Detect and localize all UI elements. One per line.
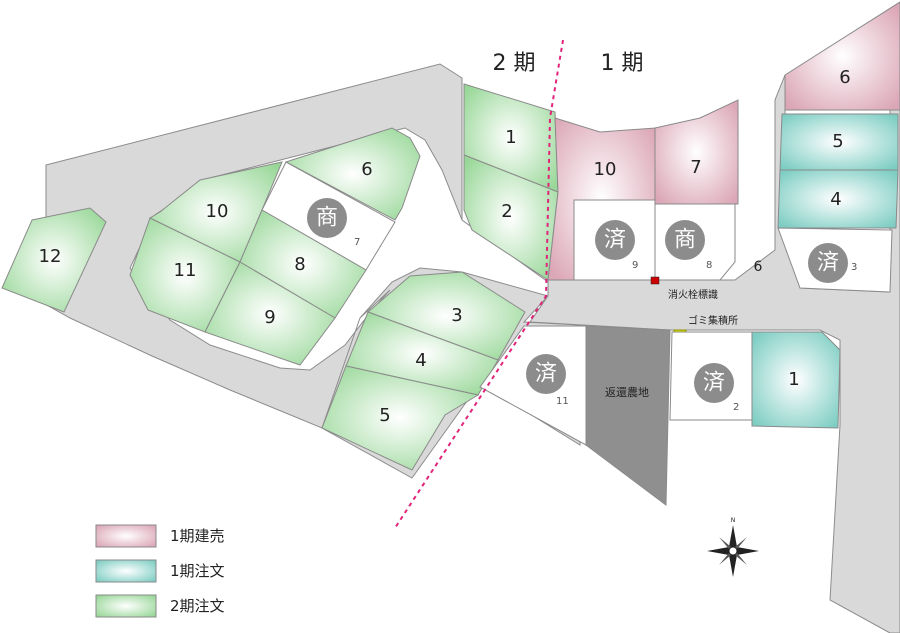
hydrant-label: 消火栓標識 [668, 288, 718, 301]
lot-4-phase1-number: 4 [830, 189, 841, 210]
lot-4-number: 4 [415, 350, 426, 371]
hydrant-marker [650, 276, 660, 285]
north-label: N [731, 517, 736, 524]
lot-12-number: 12 [39, 246, 62, 267]
lot-11-number: 11 [174, 260, 197, 281]
legend-label-phase1-ready: 1期建売 [170, 527, 225, 545]
sold-badge-11-text: 済 [535, 362, 557, 387]
commercial-badge-8 [665, 220, 705, 260]
lot-3-number: 3 [451, 305, 462, 326]
commercial-badge-7-number: 7 [354, 237, 360, 248]
commercial-badge-7-text: 商 [316, 206, 338, 231]
sold-badge-2-text: 済 [703, 371, 725, 396]
lot-7-phase1-number: 7 [690, 157, 701, 178]
lot-12 [1, 207, 107, 313]
lot-6-number: 6 [361, 159, 372, 180]
legend-label-phase1-custom: 1期注文 [170, 562, 225, 580]
lot-1-phase2-number: 1 [505, 127, 516, 148]
sold-badge-3-number: 3 [851, 262, 857, 273]
north-arrow-icon [707, 525, 759, 577]
lot-group-south: 済 11 返還農地 ゴミ集積所 済 2 1 [479, 314, 841, 506]
lot-10-phase1-number: 10 [594, 159, 617, 180]
road-center-horizontal [529, 19, 900, 633]
sold-badge-9-number: 9 [632, 260, 638, 271]
sold-badge-11 [526, 354, 566, 394]
lot-5-phase1-number: 5 [832, 131, 843, 152]
lot-1-phase1-number: 1 [788, 369, 799, 390]
lot-4-phase1 [777, 169, 899, 229]
lot-5-number: 5 [379, 405, 390, 426]
phase-divider-line [394, 39, 564, 529]
sold-badge-3 [808, 243, 848, 283]
lot-2-phase2-number: 2 [501, 201, 512, 222]
legend: 1期建売 1期注文 2期注文 [95, 524, 225, 618]
farmland-plot [585, 325, 671, 506]
lot-11 [129, 217, 241, 333]
farmland-label: 返還農地 [605, 385, 649, 399]
lot-9-number: 9 [264, 307, 275, 328]
lot-8-number: 8 [294, 254, 305, 275]
phase-1-label: 1 期 [601, 51, 644, 76]
lot-5 [321, 365, 480, 471]
lot-group-center-west: 3 4 5 [321, 271, 526, 471]
legend-swatch-phase1-custom [95, 559, 157, 583]
lot-group-north-phase1: 10 7 済 9 商 8 消火栓標識 [547, 99, 739, 301]
lot-1-phase1 [751, 331, 841, 429]
sold-badge-11-number: 11 [556, 396, 569, 407]
garbage-label: ゴミ集積所 [688, 314, 738, 327]
legend-swatch-phase2-custom [95, 594, 157, 618]
road-6-label: 6 [754, 259, 763, 275]
lot-6-phase1 [784, 1, 900, 111]
commercial-badge-8-text: 商 [674, 228, 696, 253]
lot-10-number: 10 [206, 201, 229, 222]
sold-badge-2 [694, 363, 734, 403]
commercial-badge-7 [307, 198, 347, 238]
legend-swatch-phase1-ready [95, 524, 157, 548]
lot-6-phase1-number: 6 [839, 67, 850, 88]
lot-3 [367, 271, 526, 361]
sold-badge-2-number: 2 [733, 402, 739, 413]
lot-9 [204, 261, 336, 366]
lot-2-phase2 [463, 154, 559, 281]
sold-badge-3-text: 済 [817, 251, 839, 276]
sold-badge-9-text: 済 [604, 228, 626, 253]
legend-label-phase2-custom: 2期注文 [170, 597, 225, 615]
phase-2-label: 2 期 [493, 51, 536, 76]
sold-badge-9 [595, 220, 635, 260]
lot-group-center-north: 1 2 [463, 83, 559, 281]
lot-group-east: 6 5 4 済 3 6 [754, 1, 900, 293]
commercial-badge-8-number: 8 [706, 260, 712, 271]
lot-7-phase1 [654, 99, 739, 205]
